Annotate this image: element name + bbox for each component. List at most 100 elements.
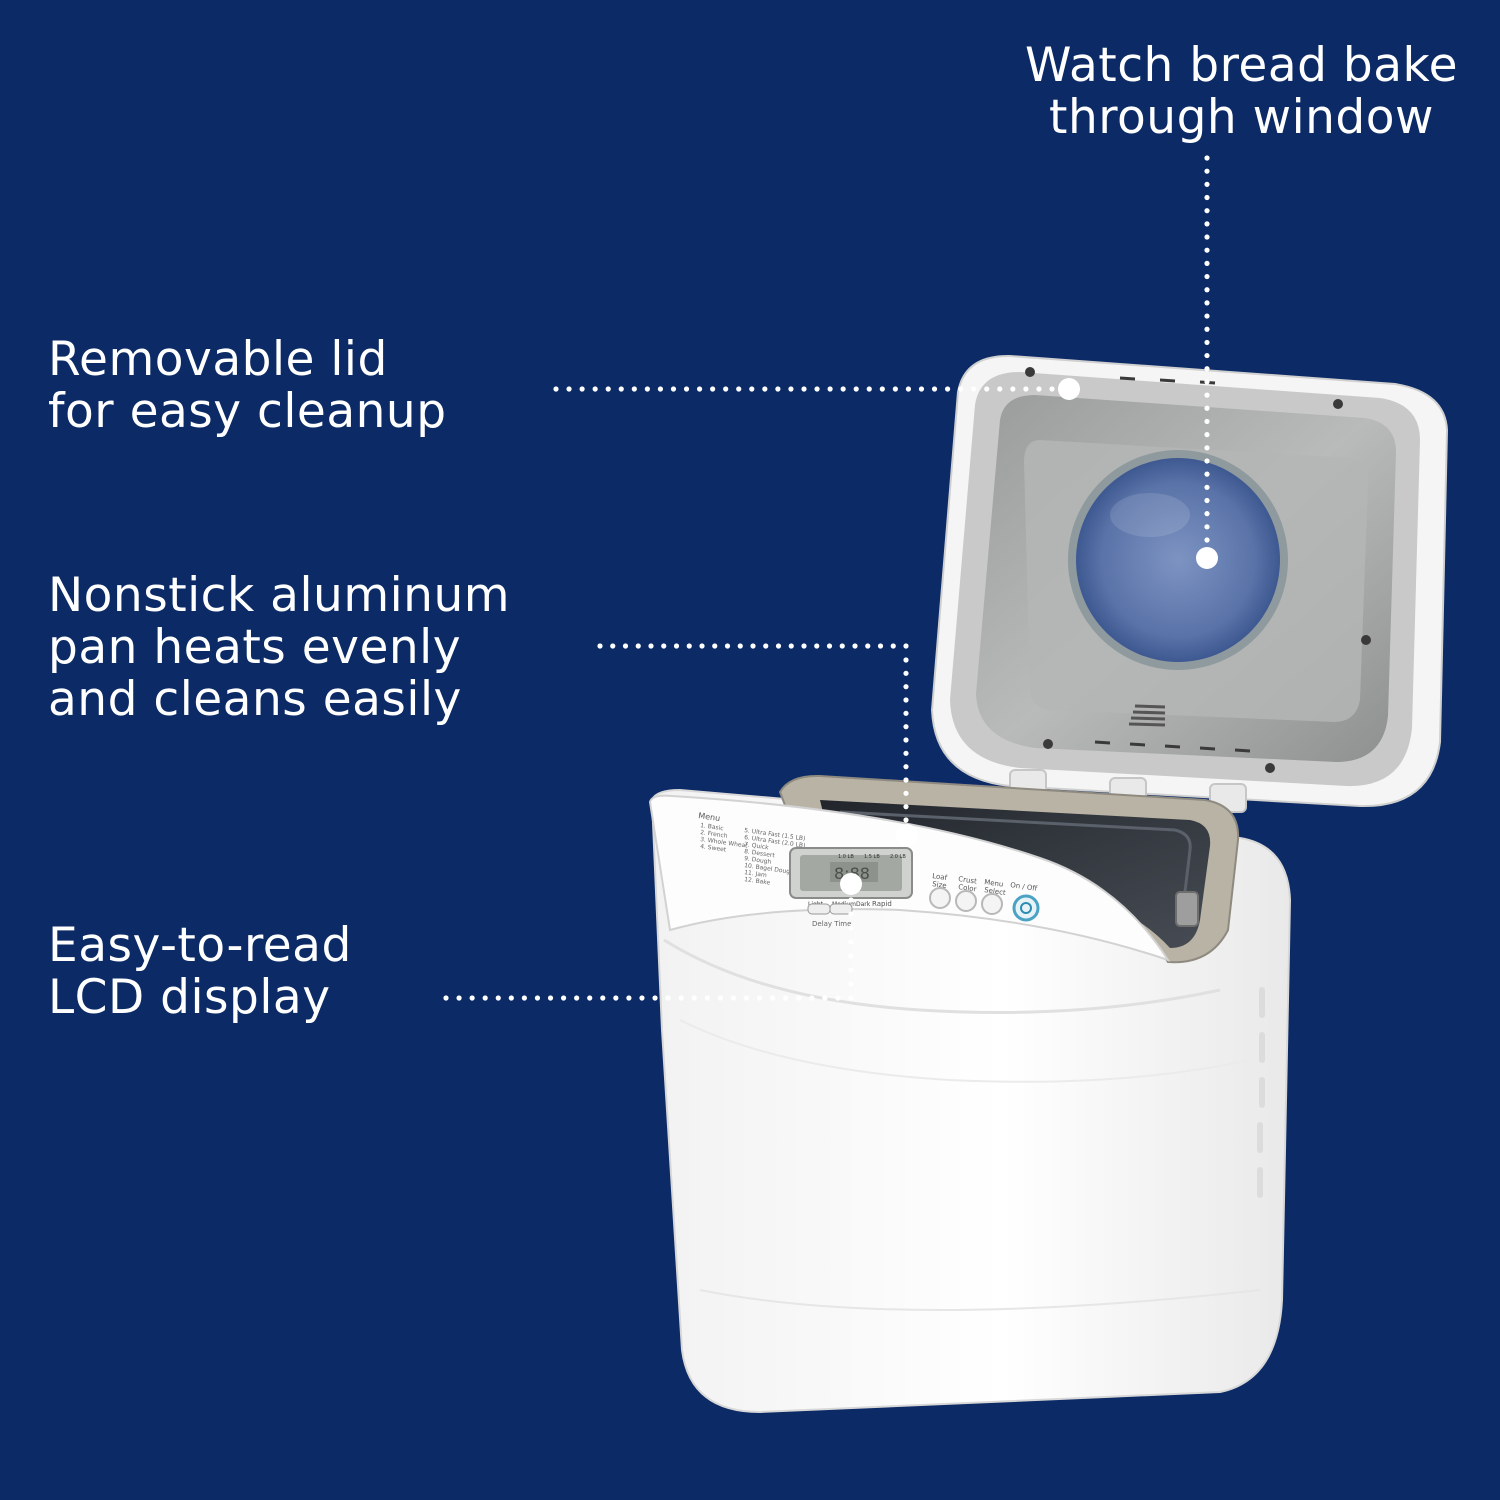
leader-dot [944, 386, 951, 392]
callout-pan-line1: Nonstick aluminum [48, 568, 511, 623]
menu-item-left: 4. Sweet [700, 843, 727, 854]
leader-dot [835, 995, 841, 1001]
leader-dot [750, 643, 756, 649]
panel-button-label: Loaf [932, 872, 948, 882]
leader-dot [903, 777, 909, 783]
leader-dot [903, 710, 909, 716]
callout-window-line2: through window [1049, 90, 1434, 145]
leader-dot [639, 995, 645, 1001]
callout-lid: Removable lid for easy cleanup [48, 334, 447, 438]
leader-dot [762, 386, 768, 392]
leader-dot [1049, 386, 1055, 392]
leader-dot [848, 953, 854, 959]
leader-dot [704, 995, 710, 1001]
leader-dot [903, 670, 909, 676]
leader-dot [723, 386, 729, 392]
leader-dot [903, 657, 909, 663]
leader-dot [1204, 168, 1210, 174]
leader-dot [958, 386, 964, 392]
panel-button-label: Menu [984, 878, 1004, 889]
delay-time-label: Delay Time [812, 920, 851, 928]
panel-button-4[interactable]: On / Off [1010, 881, 1038, 893]
leader-dot [553, 386, 559, 392]
leader-dot [840, 386, 846, 392]
leader-dot [724, 643, 731, 649]
leader-dot [865, 643, 871, 649]
callout-pan-line3: and cleans easily [48, 672, 462, 727]
leader-dot [508, 995, 514, 1001]
leader-dot [763, 643, 769, 649]
menu-title: Menu [698, 811, 721, 823]
leader-dot [1204, 445, 1210, 451]
leader-dot [903, 817, 909, 823]
panel-button-label: Crust [958, 875, 978, 886]
leader-dot [495, 995, 501, 1001]
panel-button-cap [955, 890, 977, 912]
callout-pan: Nonstick aluminum pan heats evenly and c… [48, 570, 510, 726]
leader-dot [788, 643, 794, 649]
leader-dot [1204, 524, 1210, 530]
leader-dot [827, 386, 833, 392]
callout-lid-line1: Removable lid [48, 332, 388, 387]
leader-dot [905, 386, 912, 392]
leader-dot [592, 386, 598, 392]
leader-dot [1204, 405, 1210, 411]
leader-dot [566, 386, 572, 392]
pan-handle-clip [1175, 891, 1199, 927]
delay-time-arrows[interactable] [807, 903, 853, 915]
leader-dot [788, 386, 794, 392]
leader-dot [1023, 386, 1029, 392]
leader-dot [443, 995, 449, 1001]
leader-dot [809, 995, 815, 1001]
pan-marker-dot [896, 824, 918, 846]
leader-dot [1204, 432, 1210, 438]
leader-dot [1204, 313, 1210, 319]
leader-dot [469, 995, 475, 1001]
leader-dot [597, 643, 603, 649]
leader-dot [547, 995, 554, 1001]
leader-dot [560, 995, 567, 1001]
leader-dot [1204, 234, 1210, 240]
callout-lcd: Easy-to-read LCD display [48, 920, 352, 1024]
leader-dot [918, 386, 925, 392]
menu-item-right: 7. Quick [744, 841, 770, 851]
leader-dot [665, 995, 671, 1001]
loaf-size-label: 1.5 LB [864, 854, 880, 860]
leader-dot [1204, 352, 1210, 359]
leader-dot [618, 386, 624, 392]
leader-dot [848, 911, 854, 917]
callout-lcd-line1: Easy-to-read [48, 918, 352, 973]
leader-dot [814, 386, 820, 392]
leader-dot [1204, 300, 1210, 306]
leader-dot [521, 995, 527, 1001]
leader-dot [696, 386, 703, 392]
leader-dot [814, 643, 820, 649]
leader-dot [635, 643, 641, 649]
callout-lid-line2: for easy cleanup [48, 384, 447, 439]
leader-dot [775, 643, 782, 649]
leader-dot [931, 386, 938, 392]
power-icon [1020, 902, 1032, 914]
leader-dot [770, 995, 776, 1001]
menu-item-left: 2. French [700, 829, 728, 840]
leader-dot [903, 804, 909, 810]
leader-dot [1204, 471, 1210, 477]
leader-dot [1204, 484, 1210, 490]
leader-dot [749, 386, 755, 392]
leader-dot [848, 897, 854, 903]
leader-dot [903, 684, 909, 690]
on-off-button[interactable] [1012, 894, 1040, 922]
crust-label: Dark [856, 901, 871, 908]
leader-dot [1204, 194, 1210, 201]
leader-dot [796, 995, 802, 1001]
menu-list-right: 5. Ultra Fast (1.5 LB)6. Ultra Fast (2.0… [744, 827, 806, 887]
leader-dot [848, 925, 854, 931]
panel-button-cap [981, 893, 1003, 915]
leader-dot [1204, 366, 1210, 372]
leader-dot [1036, 386, 1042, 392]
panel-button-label: Size [932, 880, 947, 890]
side-vents [1257, 987, 1265, 1198]
